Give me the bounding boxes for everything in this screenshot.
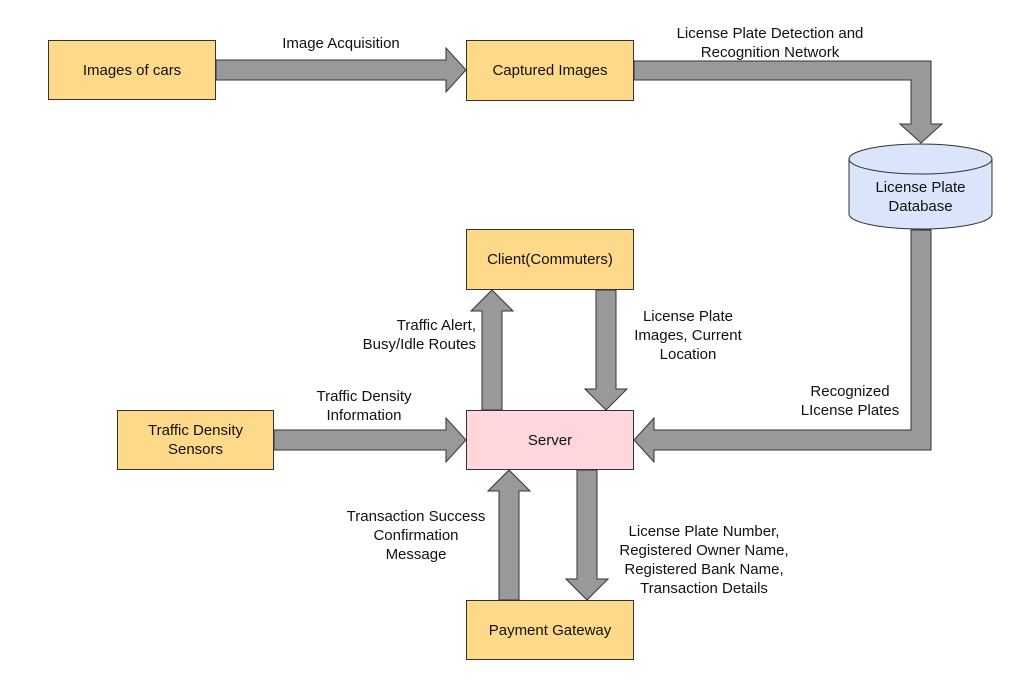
node-client: Client(Commuters) bbox=[466, 229, 634, 290]
edge-label-recognized-plates: Recognized LIcense Plates bbox=[800, 383, 900, 419]
node-captured-images-label: Captured Images bbox=[492, 62, 608, 79]
edge-label-plate-images-location: License Plate Images, Current Location bbox=[634, 308, 742, 363]
node-images-of-cars: Images of cars bbox=[48, 40, 216, 100]
arrow-traffic-density bbox=[273, 416, 467, 464]
arrow-plate-images-location bbox=[583, 289, 629, 411]
node-images-of-cars-label: Images of cars bbox=[82, 61, 182, 79]
edge-label-traffic-density-info: Traffic Density Information bbox=[316, 388, 412, 424]
node-server-label: Server bbox=[527, 431, 573, 449]
arrow-plate-number-details bbox=[564, 469, 610, 601]
edge-label-transaction-success: Transaction Success Confirmation Message bbox=[346, 508, 486, 563]
edge-label-detection-network: License Plate Detection and Recognition … bbox=[676, 25, 864, 61]
edge-label-traffic-alert: Traffic Alert, Busy/Idle Routes bbox=[362, 317, 476, 353]
node-payment-gateway: Payment Gateway bbox=[466, 600, 634, 660]
node-traffic-density-sensors: Traffic Density Sensors bbox=[117, 410, 274, 470]
node-captured-images: Captured Images bbox=[466, 40, 634, 101]
node-client-label: Client(Commuters) bbox=[487, 251, 613, 268]
edge-label-plate-number-details: License Plate Number, Registered Owner N… bbox=[619, 523, 789, 597]
node-license-plate-database-label: License Plate Database bbox=[875, 179, 966, 215]
node-server: Server bbox=[466, 410, 634, 470]
arrow-transaction-success bbox=[486, 469, 532, 601]
arrow-detection-network bbox=[633, 60, 944, 144]
arrow-traffic-alert bbox=[469, 289, 515, 411]
node-traffic-density-sensors-label: Traffic Density Sensors bbox=[147, 422, 244, 458]
arrow-image-acquisition bbox=[215, 46, 467, 94]
node-payment-gateway-label: Payment Gateway bbox=[488, 621, 612, 639]
edge-label-image-acquisition: Image Acquisition bbox=[282, 35, 400, 52]
arrow-recognized-plates bbox=[633, 229, 932, 464]
license-plate-database-shape bbox=[848, 143, 993, 230]
